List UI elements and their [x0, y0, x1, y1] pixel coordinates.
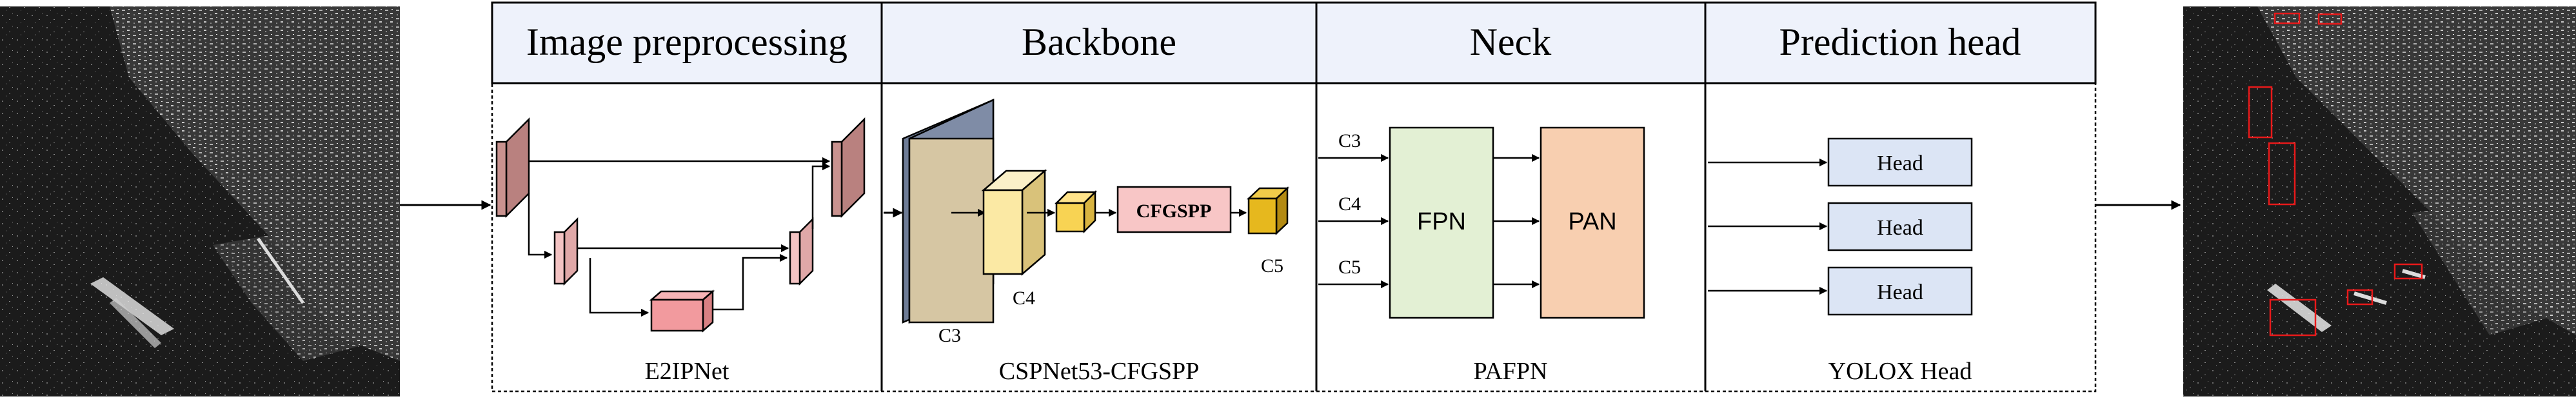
c3-feature-plane [902, 99, 995, 324]
cfgspp-label: CFGSPP [1136, 200, 1212, 222]
c5-pre-block [1054, 190, 1098, 234]
decoder-block-2 [798, 217, 814, 286]
pipeline-frame [491, 1, 2097, 393]
neck-input-arrows [1318, 153, 1389, 289]
decoder-block-1 [840, 117, 866, 219]
stage-title-backbone: Backbone [1022, 21, 1176, 63]
c4-label: C4 [1013, 288, 1035, 309]
head-box-2: Head [1827, 202, 1973, 251]
e2ipnet-connections [528, 157, 831, 317]
neck-input-c5: C5 [1338, 257, 1361, 278]
c5-label: C5 [1261, 255, 1283, 277]
head-input-arrows [1708, 158, 1828, 295]
encoder-block-2 [563, 217, 579, 286]
sar-detection-image [2183, 6, 2576, 396]
fpn-to-pan-arrows [1493, 153, 1540, 289]
e2ipnet-unet [495, 117, 866, 333]
c3-label: C3 [938, 325, 961, 346]
neck-input-c3: C3 [1338, 130, 1361, 152]
encoder-block-1 [505, 117, 530, 219]
fpn-label: FPN [1417, 208, 1466, 235]
cfgspp-module: CFGSPP [1116, 186, 1232, 233]
head-box-3-label: Head [1877, 280, 1923, 304]
c4-feature-block [981, 169, 1047, 276]
stage-caption-backbone: CSPNet53-CFGSPP [999, 358, 1199, 385]
stage-caption-preprocessing: E2IPNet [645, 358, 729, 385]
detection-boxes [2248, 12, 2423, 337]
head-box-1: Head [1827, 137, 1973, 187]
sar-input-image [0, 6, 400, 396]
head-box-1-label: Head [1877, 152, 1923, 175]
fpn-module: FPN [1389, 126, 1494, 319]
stage-caption-neck: PAFPN [1474, 358, 1548, 385]
pan-module: PAN [1540, 126, 1645, 319]
stage-title-preprocessing: Image preprocessing [526, 21, 847, 63]
stage-title-neck: Neck [1470, 21, 1552, 63]
stage-caption-head: YOLOX Head [1828, 358, 1972, 385]
head-box-2-label: Head [1877, 216, 1923, 240]
neck-input-c4: C4 [1338, 193, 1361, 215]
c5-feature-block [1246, 186, 1290, 235]
stage-title-head: Prediction head [1779, 21, 2021, 63]
head-box-3: Head [1827, 266, 1973, 316]
pan-label: PAN [1568, 208, 1616, 235]
